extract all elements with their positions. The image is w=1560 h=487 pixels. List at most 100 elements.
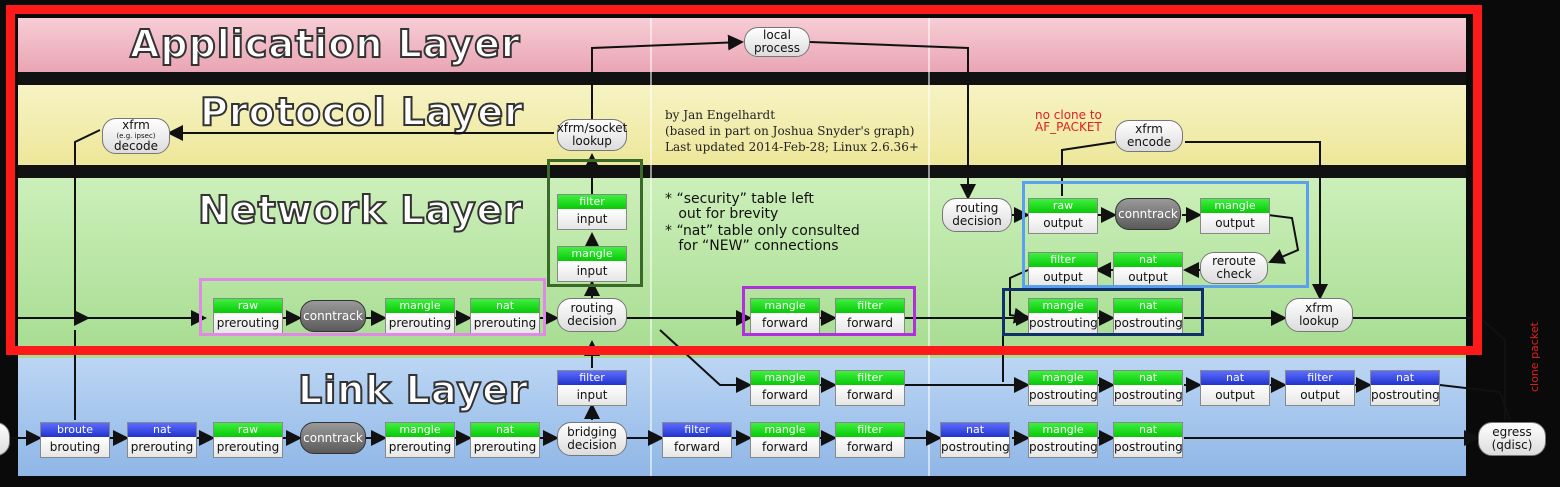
- credit-basis: (based in part on Joshua Snyder's graph): [665, 124, 915, 138]
- protocol-layer-title: Protocol Layer: [199, 89, 524, 135]
- table-label: mangle: [386, 299, 454, 313]
- table-label: filter: [836, 371, 904, 385]
- pill-line: conntrack: [1118, 206, 1178, 221]
- table-label: filter: [558, 371, 626, 385]
- pill-line: routing: [955, 201, 999, 215]
- chain-label: output: [1201, 385, 1269, 405]
- chain-label: postrouting: [1114, 385, 1183, 405]
- credit-author: by Jan Engelhardt: [665, 108, 776, 122]
- note-clone-packet: clone packet: [1528, 322, 1541, 392]
- table-label: mangle: [1029, 423, 1097, 437]
- chain-label: forward: [751, 437, 819, 457]
- chain-label: forward: [751, 313, 819, 333]
- chain-label: output: [1114, 267, 1182, 287]
- pill-line: process: [753, 41, 801, 55]
- table-label: raw: [214, 299, 282, 313]
- chain-label: postrouting: [941, 437, 1010, 457]
- chain-label: prerouting: [386, 313, 454, 333]
- pill-line: egress: [1492, 425, 1532, 439]
- pill-line: xfrm: [122, 118, 150, 132]
- table-label: mangle: [558, 247, 626, 261]
- reroute-check-pill: reroute check: [1200, 252, 1268, 284]
- pill-line: routing: [570, 301, 614, 315]
- table-label: nat: [1114, 253, 1182, 267]
- pill-line: local: [763, 28, 791, 42]
- table-label: raw: [214, 423, 282, 437]
- table-label: nat: [471, 423, 539, 437]
- pill-line: conntrack: [303, 430, 363, 445]
- chain-label: postrouting: [1029, 313, 1098, 333]
- bridging-decision-pill: bridging decision: [557, 422, 627, 456]
- table-label: mangle: [751, 299, 819, 313]
- table-label: broute: [41, 423, 109, 437]
- network-layer-title: Network Layer: [197, 187, 524, 233]
- table-label: nat: [1201, 371, 1269, 385]
- chain-label: postrouting: [1114, 437, 1183, 457]
- table-label: raw: [1029, 199, 1097, 213]
- table-label: mangle: [386, 423, 454, 437]
- table-label: filter: [836, 423, 904, 437]
- chain-label: output: [1029, 213, 1097, 233]
- table-label: nat: [1114, 423, 1182, 437]
- chain-label: postrouting: [1029, 385, 1098, 405]
- pill-line: xfrm/socket: [556, 121, 628, 135]
- chain-label: forward: [663, 437, 731, 457]
- pill-line: decode: [114, 139, 158, 153]
- credit-updated: Last updated 2014-Feb-28; Linux 2.6.36+: [665, 140, 919, 154]
- pill-line: lookup: [572, 134, 612, 148]
- pill-line: xfrm: [1135, 122, 1163, 136]
- band-divider: [18, 72, 1466, 85]
- pill-line: decision: [567, 438, 617, 452]
- pill-line: bridging: [567, 425, 617, 439]
- table-label: filter: [836, 299, 904, 313]
- pill-line: check: [1216, 267, 1252, 281]
- link-layer-title: Link Layer: [297, 367, 529, 413]
- table-label: nat: [941, 423, 1009, 437]
- chain-label: brouting: [41, 437, 109, 457]
- pill-line: lookup: [1299, 314, 1339, 328]
- conntrack-link-pill: conntrack: [300, 422, 366, 454]
- protocol-layer-band: [18, 85, 1466, 165]
- routing-decision-input-pill: routing decision: [557, 298, 627, 332]
- table-label: filter: [558, 195, 626, 209]
- pill-line: decision: [567, 314, 617, 328]
- pill-line: (qdisc): [1491, 438, 1533, 452]
- chain-label: input: [558, 209, 626, 229]
- table-label: mangle: [1201, 199, 1269, 213]
- chain-label: output: [1286, 385, 1354, 405]
- pill-line: reroute: [1212, 254, 1256, 268]
- table-label: filter: [663, 423, 731, 437]
- chain-label: forward: [836, 313, 904, 333]
- note-security-table: * “security” table left out for brevity: [665, 191, 814, 222]
- table-label: mangle: [1029, 299, 1097, 313]
- chain-label: postrouting: [1114, 313, 1183, 333]
- routing-decision-output-pill: routing decision: [942, 198, 1012, 232]
- chain-label: forward: [836, 437, 904, 457]
- chain-label: output: [1201, 213, 1269, 233]
- chain-label: prerouting: [471, 313, 539, 333]
- chain-label: prerouting: [386, 437, 454, 457]
- application-layer-title: Application Layer: [129, 21, 521, 67]
